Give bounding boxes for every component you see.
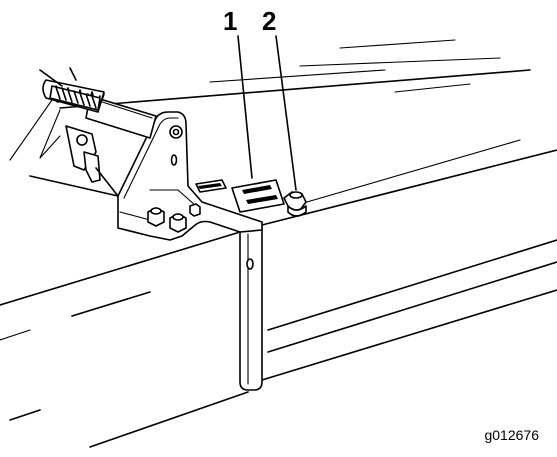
figure-id: g012676 [484, 427, 539, 443]
hinge-bracket [117, 111, 263, 241]
nut-bolt [283, 191, 307, 217]
bracket-tab [195, 179, 227, 193]
callout-1: 1 [223, 6, 238, 36]
leader-line-1 [237, 35, 253, 179]
deck-front-face [0, 231, 557, 448]
coil-spring [49, 85, 105, 111]
callout-leaders [237, 35, 297, 191]
callout-2: 2 [262, 6, 277, 36]
deck-top-panel [29, 69, 557, 226]
hinge-plate [239, 227, 263, 391]
slotted-shim [231, 179, 285, 213]
leader-line-2 [275, 35, 297, 191]
background-lines [209, 39, 501, 93]
spring-rod-assembly [9, 67, 157, 197]
